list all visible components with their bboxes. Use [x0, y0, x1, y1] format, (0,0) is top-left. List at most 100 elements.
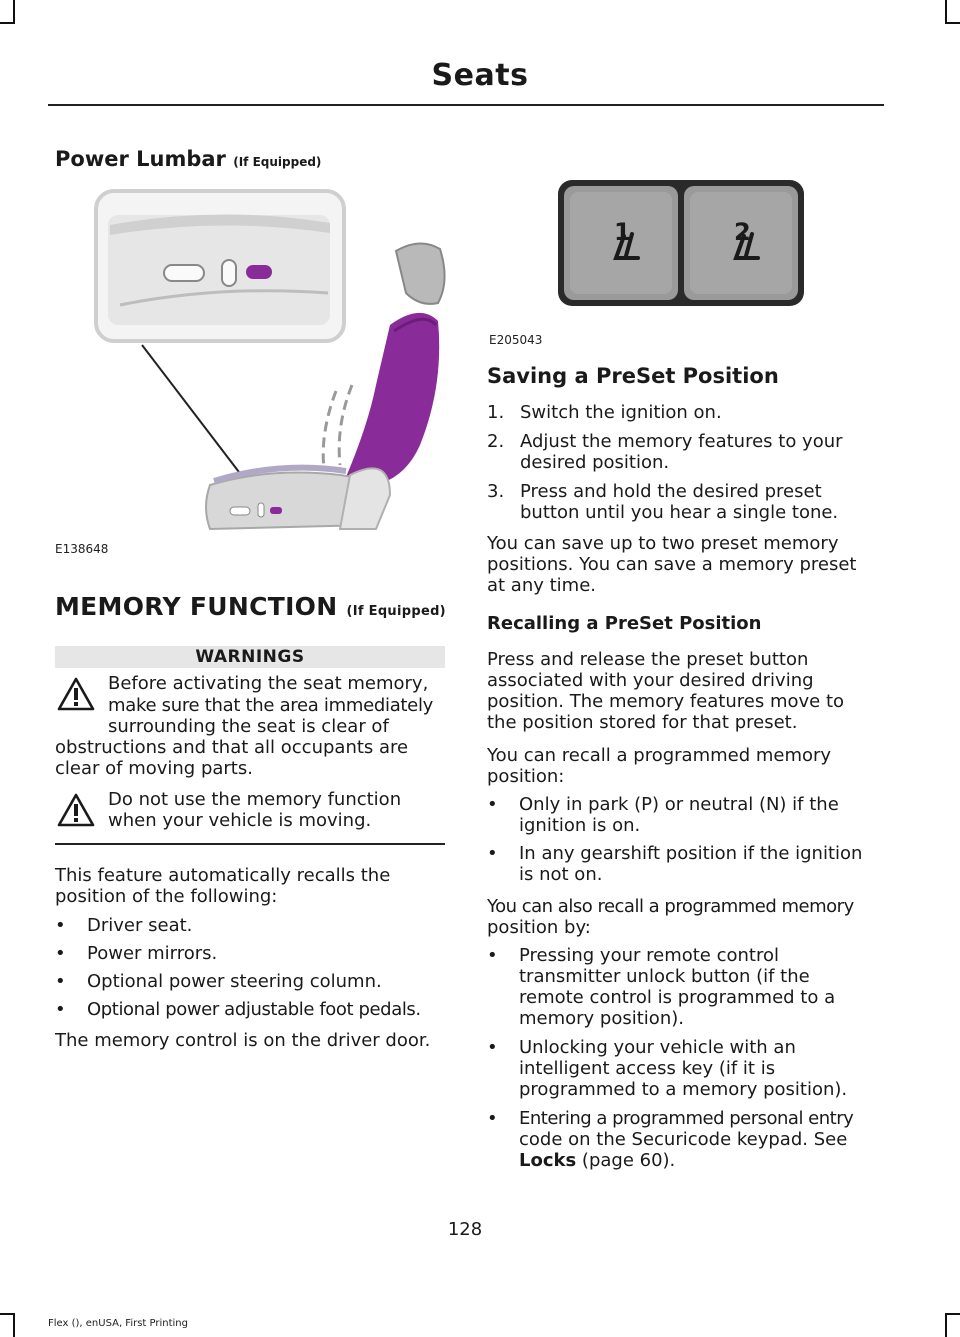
list-item-text: code on the Securicode keypad. See [519, 1129, 848, 1150]
lumbar-heading-suffix: (If Equipped) [233, 155, 322, 169]
step-number: 2. [487, 431, 505, 452]
memory-buttons-illustration: 1 2 [558, 180, 804, 306]
bullet-dot: • [487, 843, 498, 864]
bullet-dot: • [55, 971, 66, 992]
list-item-text: Driver seat. [87, 915, 193, 936]
crop-mark [945, 0, 947, 24]
warning-triangle-icon [57, 793, 95, 827]
step-text: Switch the ignition on. [520, 402, 722, 423]
step-item: 1. Switch the ignition on. [487, 402, 887, 446]
recall-paragraph-line: the position stored for that preset. [487, 712, 798, 733]
list-item-text: intelligent access key (if it is [519, 1058, 776, 1079]
list-item: • Unlocking your vehicle with an intelli… [487, 1037, 887, 1103]
bullet-dot: • [55, 999, 66, 1020]
bullet-dot: • [55, 915, 66, 936]
list-item-text: Entering a programmed personal entry [519, 1108, 854, 1129]
also-recall-line: position by: [487, 917, 591, 938]
also-recall-line: You can also recall a programmed memory [487, 896, 854, 917]
warning-1-line-3: surrounding the seat is clear of [108, 716, 389, 737]
memory-heading-text: MEMORY FUNCTION [55, 592, 338, 621]
memory-function-heading: MEMORY FUNCTION (If Equipped) [55, 592, 446, 621]
preset-button-1-label: 1 [614, 218, 631, 246]
warning-1-line-5: clear of moving parts. [55, 758, 253, 779]
bullet-dot: • [487, 794, 498, 815]
warning-1-line-4: obstructions and that all occupants are [55, 737, 409, 758]
crop-mark [13, 0, 15, 24]
memory-heading-suffix: (If Equipped) [346, 604, 446, 619]
lumbar-heading-text: Power Lumbar [55, 147, 226, 171]
bullet-dot: • [487, 1108, 498, 1129]
step-text: button until you hear a single tone. [520, 502, 839, 523]
step-number: 1. [487, 402, 505, 423]
warning-1-line-1: Before activating the seat memory, [108, 673, 429, 694]
locks-page-link[interactable]: Locks [519, 1150, 577, 1171]
saving-heading: Saving a PreSet Position [487, 364, 779, 388]
list-item-text: ignition is on. [519, 815, 641, 836]
crop-mark [946, 1313, 960, 1315]
step-item: 3. Press and hold the desired preset but… [487, 481, 887, 525]
imprint: Flex (), enUSA, First Printing [48, 1318, 188, 1329]
list-item-text: Power mirrors. [87, 943, 218, 964]
recall-paragraph-line: Press and release the preset button [487, 649, 809, 670]
list-item: • Optional power steering column. [55, 971, 455, 993]
crop-mark [13, 1313, 15, 1337]
warning-2-line-1: Do not use the memory function [108, 789, 402, 810]
step-text: desired position. [520, 452, 670, 473]
list-item-text: is not on. [519, 864, 603, 885]
step-number: 3. [487, 481, 505, 502]
lumbar-heading: Power Lumbar (If Equipped) [55, 147, 321, 171]
list-item-text: In any gearshift position if the ignitio… [519, 843, 863, 864]
list-item: • Entering a programmed personal entry c… [487, 1108, 897, 1174]
intro-line-2: position of the following: [55, 886, 278, 907]
page-ref-text: (page 60). [576, 1150, 676, 1171]
recall-heading: Recalling a PreSet Position [487, 613, 762, 634]
step-item: 2. Adjust the memory features to your de… [487, 431, 887, 475]
intro-line-1: This feature automatically recalls the [55, 865, 391, 886]
crop-mark [0, 1313, 14, 1315]
list-item-text: Locks (page 60). [519, 1150, 675, 1171]
page-number: 128 [447, 1219, 483, 1240]
list-item: • Optional power adjustable foot pedals. [55, 999, 455, 1021]
list-item-text: memory position). [519, 1008, 684, 1029]
warning-1-line-2: make sure that the area immediately [108, 695, 434, 716]
step-text: Adjust the memory features to your [520, 431, 843, 452]
crop-mark [946, 22, 960, 24]
list-item: • Driver seat. [55, 915, 455, 937]
list-item-text: Unlocking your vehicle with an [519, 1037, 796, 1058]
bullet-dot: • [55, 943, 66, 964]
list-item-text: Optional power steering column. [87, 971, 382, 992]
crop-mark [945, 1313, 947, 1337]
lumbar-image-code: E138648 [55, 542, 109, 556]
preset-button-2-label: 2 [734, 218, 751, 246]
warnings-header: WARNINGS [55, 646, 445, 668]
lumbar-seat-illustration [94, 189, 446, 531]
warning-2-line-2: when your vehicle is moving. [108, 810, 372, 831]
memory-control-note: The memory control is on the driver door… [55, 1030, 431, 1051]
header-rule [48, 104, 884, 106]
bullet-dot: • [487, 945, 498, 966]
list-item: • Power mirrors. [55, 943, 455, 965]
list-item-text: remote control is programmed to a [519, 987, 836, 1008]
list-item-text: transmitter unlock button (if the [519, 966, 810, 987]
crop-mark [0, 22, 14, 24]
warnings-bottom-rule [55, 843, 445, 845]
bullet-dot: • [487, 1037, 498, 1058]
recall-paragraph-line: position. The memory features move to [487, 691, 845, 712]
list-item: • Only in park (P) or neutral (N) if the… [487, 794, 887, 838]
warning-triangle-icon [57, 677, 95, 711]
buttons-image-code: E205043 [489, 333, 543, 347]
list-item-text: Only in park (P) or neutral (N) if the [519, 794, 839, 815]
list-item-text: Optional power adjustable foot pedals. [87, 999, 421, 1020]
page-title: Seats [431, 58, 529, 93]
list-item-text: Pressing your remote control [519, 945, 779, 966]
recall2-line: position: [487, 766, 565, 787]
save-note-line: at any time. [487, 575, 597, 596]
save-note-line: positions. You can save a memory preset [487, 554, 857, 575]
list-item: • In any gearshift position if the ignit… [487, 843, 887, 887]
list-item: • Pressing your remote control transmitt… [487, 945, 887, 1033]
step-text: Press and hold the desired preset [520, 481, 822, 502]
save-note-line: You can save up to two preset memory [487, 533, 839, 554]
recall-paragraph-line: associated with your desired driving [487, 670, 814, 691]
recall2-line: You can recall a programmed memory [487, 745, 832, 766]
list-item-text: programmed to a memory position). [519, 1079, 848, 1100]
